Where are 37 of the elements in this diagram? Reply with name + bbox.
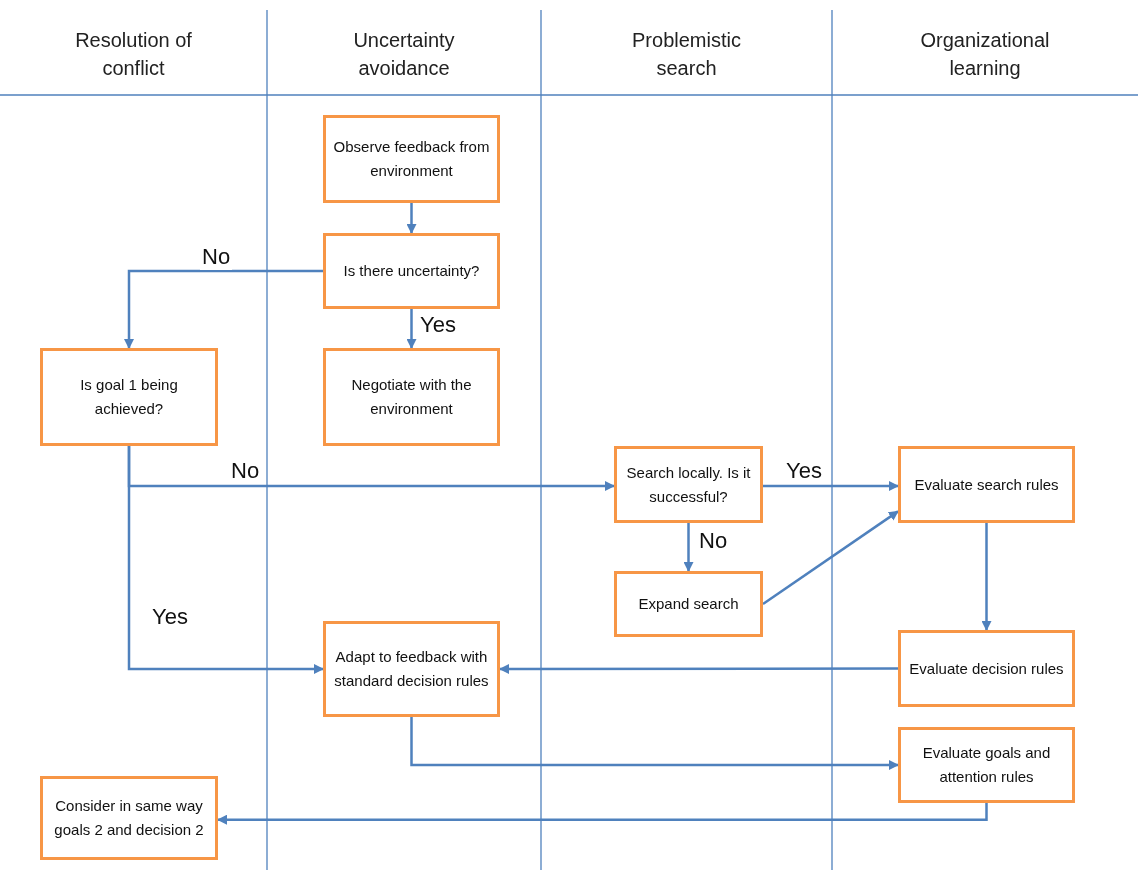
arrow: [124, 269, 323, 349]
lane-heading: Resolution of conflict: [74, 28, 193, 81]
arrow: [406, 309, 417, 349]
box-text: Evaluate goals and attention rules: [921, 743, 1052, 787]
arrow: [981, 523, 992, 631]
process-box: [614, 446, 763, 523]
arrow: [683, 523, 694, 572]
box-text: Is there uncertainty?: [342, 261, 481, 281]
process-box: [323, 233, 500, 309]
box-text: Negotiate with the environment: [350, 375, 473, 419]
process-box: [323, 621, 500, 717]
lane-heading: Organizational learning: [919, 28, 1051, 81]
process-box: [898, 630, 1075, 707]
box-text: Evaluate search rules: [913, 474, 1060, 495]
box-text: Expand search: [637, 594, 740, 614]
arrow: [763, 481, 899, 491]
arrow: [127, 446, 324, 674]
box-text: Adapt to feedback with standard decision rules: [333, 647, 490, 691]
box-text: Evaluate decision rules: [908, 658, 1065, 679]
arrow: [499, 664, 898, 674]
box-text: Search locally. Is it successful?: [625, 462, 752, 507]
process-box: [40, 776, 218, 860]
process-box: [323, 115, 500, 203]
arrow: [406, 203, 417, 234]
box-text: Observe feedback from environment: [332, 137, 491, 181]
arrow: [217, 803, 988, 825]
arrow: [410, 717, 899, 770]
process-box: [614, 571, 763, 637]
box-text: Consider in same way goals 2 and decision 2: [53, 796, 205, 840]
process-box: [323, 348, 500, 446]
process-box: [898, 727, 1075, 803]
arrow: [762, 510, 899, 606]
lane-heading: Uncertainty avoidance: [352, 28, 456, 81]
process-box: [898, 446, 1075, 523]
box-text: Is goal 1 being achieved?: [79, 375, 179, 419]
lane-heading: Problemistic search: [631, 28, 742, 81]
process-box: [40, 348, 218, 446]
